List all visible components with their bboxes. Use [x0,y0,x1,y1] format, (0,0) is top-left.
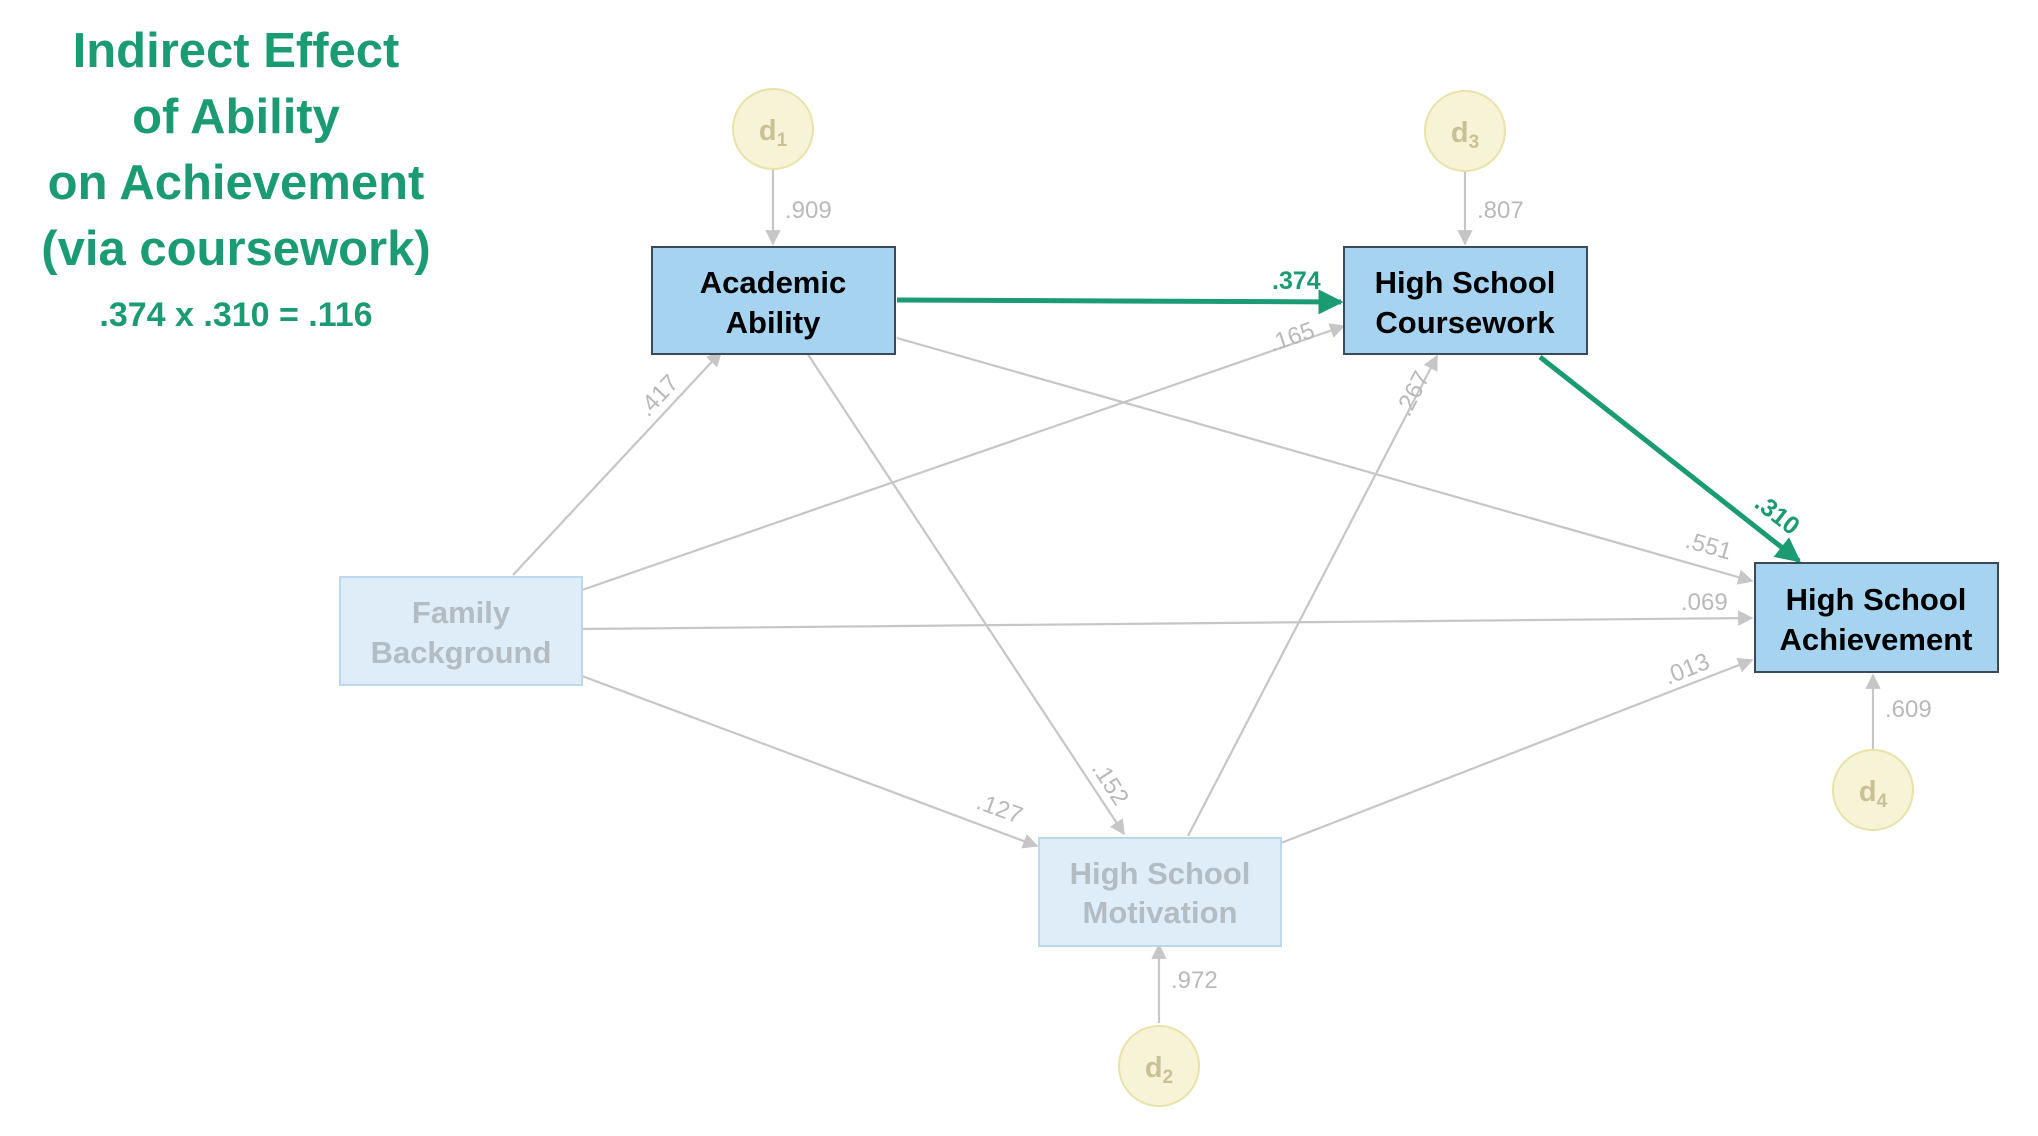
disturbance-d3: d3 [1424,90,1506,172]
node-achievement-line1: High School [1786,582,1967,617]
diagram-title: Indirect Effect of Ability on Achievemen… [0,18,472,282]
node-academic-ability-line2: Ability [726,305,821,340]
coef-d1: .909 [785,197,832,224]
disturbance-d4: d4 [1832,749,1914,831]
title-line-2: of Ability [132,90,340,144]
disturbance-d1: d1 [732,88,814,170]
path-family-to-coursework [581,323,1346,592]
disturbance-d2: d2 [1118,1025,1200,1107]
svg-text:d3: d3 [1451,117,1479,153]
disturbance-d2-sub: 2 [1163,1067,1174,1088]
title-line-3: on Achievement [47,156,425,210]
coef-ability-to-motivation: .152 [1086,757,1134,811]
disturbance-d4-letter: d [1859,776,1877,808]
coef-ability-to-coursework: .374 [1272,267,1321,295]
path-ability-to-coursework [896,289,1344,315]
node-family-background-line1: Family [412,595,511,630]
node-academic-ability-line1: Academic [700,265,846,300]
node-motivation-line1: High School [1070,856,1251,891]
node-family-background: Family Background [339,576,583,686]
coef-ability-to-achievement: .551 [1682,527,1734,566]
path-ability-to-motivation [806,352,1125,836]
disturbance-d3-sub: 3 [1469,132,1480,153]
disturbance-d1-sub: 1 [777,130,788,151]
path-motivation-to-coursework [1187,354,1438,837]
path-family-to-motivation [581,674,1039,849]
path-ability-to-achievement [896,336,1754,585]
path-family-to-achievement [581,610,1754,631]
coef-d4: .609 [1885,696,1932,723]
disturbance-d2-letter: d [1145,1052,1163,1084]
svg-text:d2: d2 [1145,1052,1173,1088]
node-coursework-line2: Coursework [1375,305,1555,340]
disturbance-d4-sub: 4 [1877,791,1888,812]
coef-motivation-to-coursework: .267 [1390,367,1435,421]
path-coursework-to-achievement [1538,355,1801,563]
path-family-to-ability [512,350,723,576]
node-motivation-line2: Motivation [1083,895,1238,930]
title-line-4: (via coursework) [41,222,431,276]
node-motivation: High School Motivation [1038,837,1282,947]
svg-text:d4: d4 [1859,776,1888,812]
node-family-background-line2: Background [371,635,552,670]
node-academic-ability: Academic Ability [651,246,896,355]
coef-family-to-coursework: .165 [1265,317,1318,358]
indirect-effect-formula: .374 x .310 = .116 [99,296,373,334]
node-coursework-line1: High School [1375,265,1556,300]
coef-coursework-to-achievement: .310 [1749,489,1805,541]
svg-text:d1: d1 [759,115,788,151]
node-achievement-line2: Achievement [1780,622,1973,657]
node-coursework: High School Coursework [1343,246,1588,355]
coef-family-to-motivation: .127 [973,788,1026,829]
coef-d3: .807 [1477,197,1524,224]
coef-d2: .972 [1171,967,1218,994]
coef-family-to-achievement: .069 [1681,589,1728,616]
coef-family-to-ability: .417 [633,370,685,423]
node-achievement: High School Achievement [1754,562,1999,673]
path-motivation-to-achievement [1280,657,1754,845]
disturbance-d1-letter: d [759,115,777,147]
disturbance-d3-letter: d [1451,117,1469,149]
title-line-1: Indirect Effect [72,24,400,78]
